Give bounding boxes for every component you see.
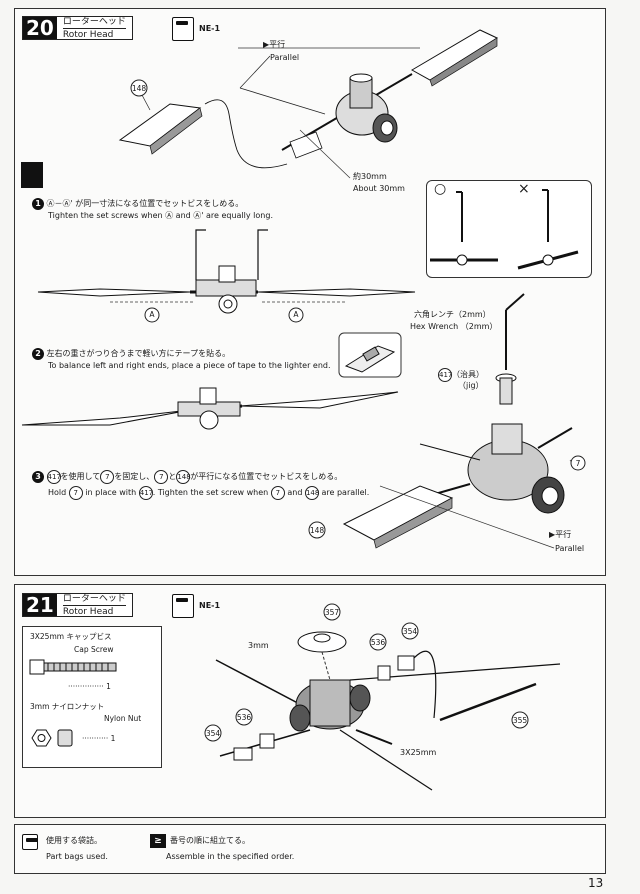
step-21-bag-code: NE-1 bbox=[199, 601, 221, 610]
substep-sequence-icon bbox=[21, 162, 43, 188]
step-20-number: 20 bbox=[23, 17, 57, 39]
parallel-label-jp: ▶平行 bbox=[263, 40, 286, 49]
ok-mark: ○ bbox=[434, 181, 447, 197]
jig-417-label: 417（治具） bbox=[438, 368, 484, 382]
hex-wrench-label-en: Hex Wrench （2mm） bbox=[410, 322, 498, 331]
substep-2-jp: 2 左右の重さがつり合うまで軽い方にテープを貼る。 bbox=[32, 348, 230, 360]
nut-3mm-label: 3mm bbox=[248, 641, 269, 650]
about-30mm-en: About 30mm bbox=[353, 184, 405, 193]
substep-3-en: Hold 7 in place with 417. Tighten the se… bbox=[48, 486, 369, 500]
legend-box bbox=[14, 824, 606, 874]
substep-1-en: Tighten the set screws when Ⓐ and Ⓐ' are… bbox=[48, 211, 273, 220]
legend-bag-jp: 使用する袋詰。 bbox=[46, 836, 102, 845]
label-a-right: A bbox=[293, 310, 299, 319]
part-148b-label: 148 bbox=[309, 526, 325, 535]
label-a-left: A bbox=[149, 310, 155, 319]
legend-sequence-icon: ≥ bbox=[150, 834, 166, 848]
cap-screw-icon bbox=[29, 659, 117, 675]
balance-blade-diagram-1 bbox=[37, 229, 416, 323]
step-20-bag-code: NE-1 bbox=[199, 24, 221, 33]
part-536b-label: 536 bbox=[236, 713, 252, 722]
part-355-label: 355 bbox=[512, 716, 528, 725]
parallel2-en: Parallel bbox=[555, 544, 585, 553]
legend-seq-en: Assemble in the specified order. bbox=[166, 852, 295, 861]
about-30mm-jp: 約30mm bbox=[353, 172, 387, 181]
page-number: 13 bbox=[588, 876, 604, 890]
hex-wrench-label-jp: 六角レンチ（2mm） bbox=[414, 310, 491, 319]
rotor-head-illustration-bottom bbox=[308, 293, 586, 549]
legend-bag-en: Part bags used. bbox=[46, 852, 108, 861]
ok-ng-illustration bbox=[430, 189, 579, 270]
cap-screw-jp: 3X25mm キャップビス bbox=[30, 632, 112, 641]
parallel2-jp: ▶平行 bbox=[549, 530, 572, 539]
nylon-nut-icon bbox=[31, 729, 73, 747]
cap-screw-qty: ··············· 1 bbox=[68, 682, 111, 691]
part-148-label: 148 bbox=[131, 84, 147, 93]
part-bag-icon bbox=[172, 17, 194, 41]
part-357-label: 357 bbox=[324, 608, 340, 617]
cap-screw-en: Cap Screw bbox=[74, 645, 114, 654]
nylon-nut-en: Nylon Nut bbox=[104, 714, 142, 723]
rotor-head-illustration-top bbox=[118, 29, 499, 179]
step-20-title-en: Rotor Head bbox=[62, 27, 126, 40]
step-20-title-jp: ローターヘッド bbox=[62, 16, 126, 27]
ok-ng-comparison-box bbox=[426, 180, 592, 278]
nylon-nut-jp: 3mm ナイロンナット bbox=[30, 702, 105, 711]
step-21-title-en: Rotor Head bbox=[62, 604, 126, 617]
step-21-number: 21 bbox=[23, 594, 57, 616]
balance-blade-diagram-2 bbox=[21, 387, 399, 430]
step-21-title-jp: ローターヘッド bbox=[62, 593, 126, 604]
parallel-label-en: Parallel bbox=[270, 53, 300, 62]
part-bag-icon-21 bbox=[172, 594, 194, 618]
screw-3x25-label: 3X25mm bbox=[400, 748, 437, 757]
nylon-nut-qty: ··········· 1 bbox=[82, 734, 116, 743]
step-20-header: 20 ローターヘッド Rotor Head bbox=[22, 16, 133, 40]
ng-mark: × bbox=[518, 181, 530, 197]
step-21-header: 21 ローターヘッド Rotor Head bbox=[22, 593, 133, 617]
tape-inset-illustration bbox=[338, 332, 402, 378]
rotor-head-assembly-illustration bbox=[204, 603, 561, 791]
substep-2-en: To balance left and right ends, place a … bbox=[48, 361, 331, 370]
jig-label-en: （jig） bbox=[458, 381, 484, 390]
part-536-label: 536 bbox=[370, 638, 386, 647]
substep-1-jp: 1 Ⓐ－Ⓐ' が同一寸法になる位置でセットビスをしめる。 bbox=[32, 198, 243, 210]
legend-bag-icon bbox=[22, 834, 38, 850]
part-354b-label: 354 bbox=[205, 729, 221, 738]
part-354-label: 354 bbox=[402, 627, 418, 636]
legend-seq-jp: 番号の順に組立てる。 bbox=[170, 836, 250, 845]
part-7-label: 7 bbox=[575, 459, 581, 468]
